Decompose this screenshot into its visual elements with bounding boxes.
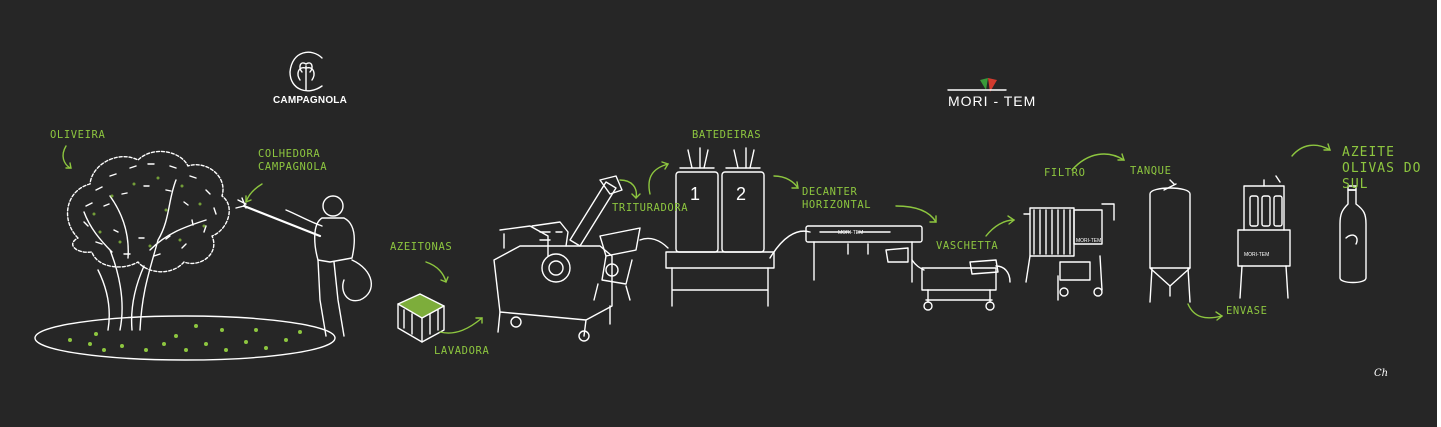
campagnola-logo-text: CAMPAGNOLA — [273, 95, 348, 106]
storage-tank — [1149, 179, 1191, 303]
filter-plate: MORI-TEM — [1076, 238, 1102, 244]
bottle-filler — [1237, 175, 1291, 299]
label-trituradora: TRITURADORA — [612, 202, 689, 214]
harvester-person — [235, 195, 373, 337]
label-oliveira: OLIVEIRA — [50, 129, 106, 141]
malaxer-tanks — [639, 147, 811, 307]
moritem-flag-icon — [947, 78, 1007, 92]
olive-oil-bottle — [1339, 185, 1367, 284]
filter-press — [1023, 203, 1115, 301]
artist-signature: Ch — [1374, 368, 1389, 379]
mixer-2-number: 2 — [736, 184, 747, 204]
filler-plate: MORI-TEM — [1244, 252, 1270, 258]
label-azeite-olivas-do-sul: AZEITE OLIVAS DO SUL — [1342, 145, 1422, 192]
label-vaschetta: VASCHETTA — [936, 240, 999, 252]
flow-arrows — [62, 143, 1331, 334]
label-decanter: DECANTER HORIZONTAL — [802, 186, 872, 211]
label-filtro: FILTRO — [1044, 167, 1086, 179]
mixer-1-number: 1 — [690, 184, 701, 204]
washing-machine — [493, 175, 623, 342]
label-batedeiras: BATEDEIRAS — [692, 129, 762, 141]
label-tanque: TANQUE — [1130, 165, 1172, 177]
olive-tree — [34, 150, 336, 361]
label-envase: ENVASE — [1226, 305, 1268, 317]
fallen-olives — [68, 324, 302, 352]
label-colhedora: COLHEDORA CAMPAGNOLA — [258, 148, 328, 173]
decanter-horizontal — [805, 225, 923, 283]
decanter-plate: MORI-TEM — [838, 230, 864, 236]
olive-crate — [397, 293, 445, 343]
label-lavadora: LAVADORA — [434, 345, 490, 357]
crusher-machine — [593, 227, 641, 301]
label-azeitonas: AZEITONAS — [390, 241, 453, 253]
campagnola-logo — [289, 51, 323, 92]
tree-leaves — [92, 176, 206, 248]
moritem-logo-text: MORI - TEM — [948, 93, 1037, 109]
vaschetta-tank — [911, 259, 1011, 311]
